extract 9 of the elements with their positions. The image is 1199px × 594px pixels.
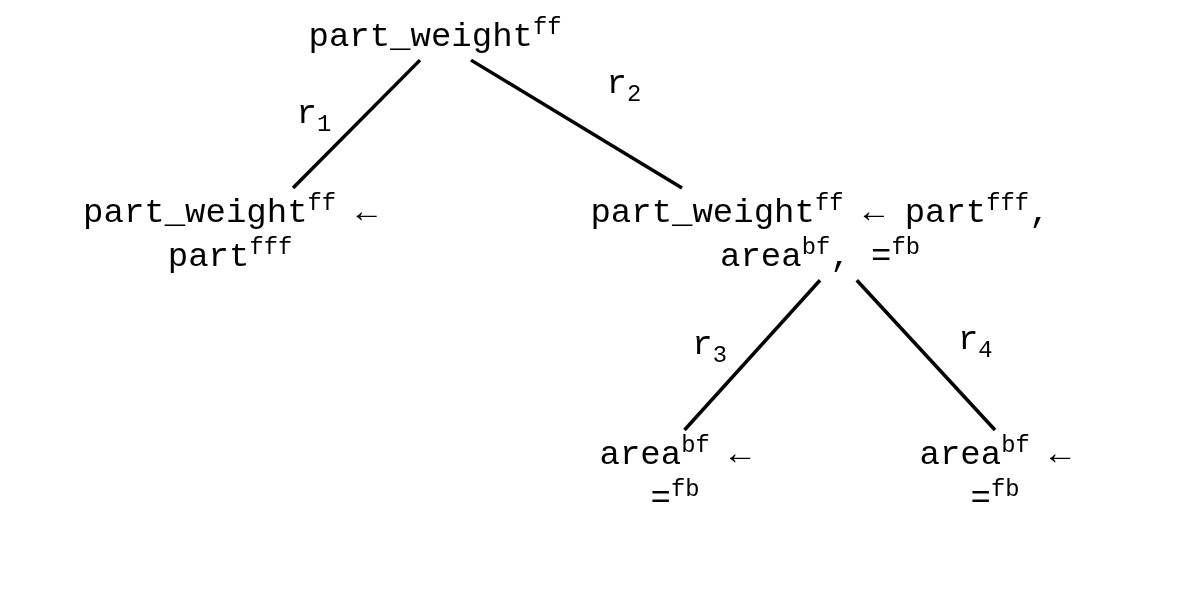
term-label: part_weight$^{ff}$ — [285, 14, 585, 59]
tree-branch-line — [291, 58, 422, 190]
term-label: area$^{bf}$ ← =$^{fb}$ — [580, 432, 770, 521]
term-label: part_weight$^{ff}$ ← part$^{fff}$ — [20, 190, 440, 279]
term-label: part_weight$^{ff}$ ← part$^{fff}$, area$^{bf}$, =$^{fb}$ — [590, 190, 1050, 279]
tree-branch-line — [855, 279, 997, 432]
term-label: area$^{bf}$ ← =$^{fb}$ — [900, 432, 1090, 521]
tree-branch-line — [470, 58, 683, 190]
tree-branch-line — [683, 279, 822, 432]
